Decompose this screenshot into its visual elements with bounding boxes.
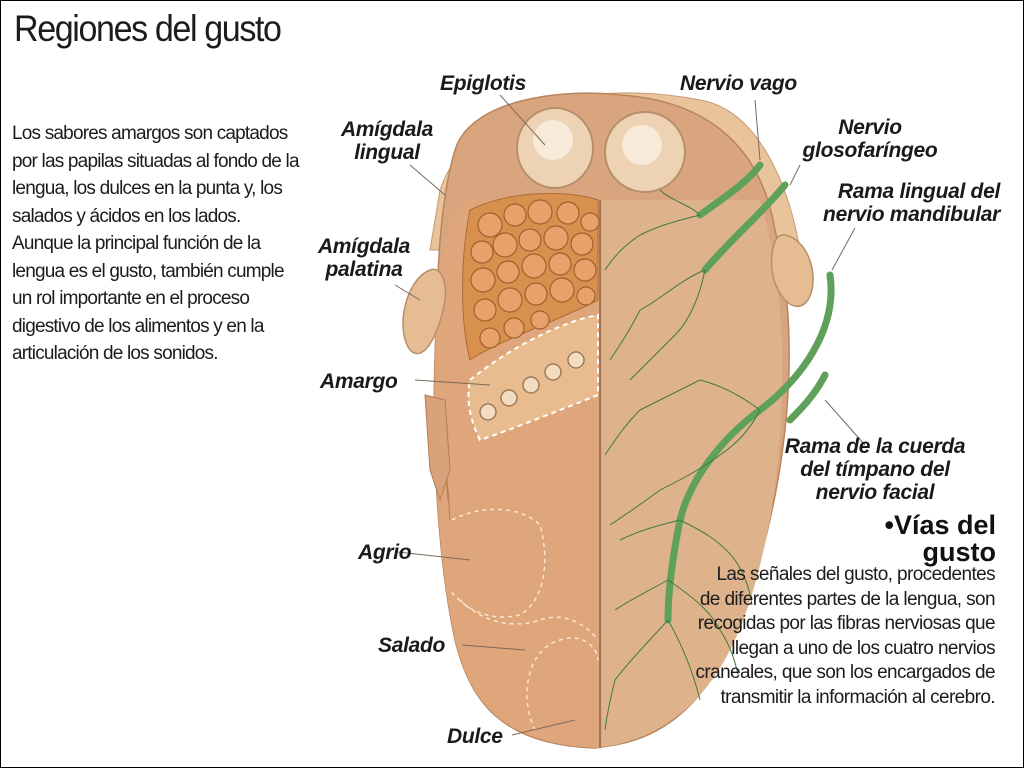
circumvallate-papillae — [479, 351, 585, 421]
label-dulce: Dulce — [447, 725, 503, 748]
label-salado: Salado — [378, 634, 446, 657]
label-glosofaringeo-line1: Nervio — [838, 116, 902, 139]
label-amargo: Amargo — [320, 370, 398, 393]
lingual-tonsil-bumps — [470, 199, 600, 349]
label-cuerda-timpano-line1: Rama de la cuerda — [784, 435, 966, 458]
amigdala-palatina-left — [402, 268, 447, 355]
leader-lines — [394, 94, 866, 736]
nerve-trunks — [664, 161, 835, 624]
foliate-flap — [424, 394, 451, 502]
vias-paragraph: Las señales del gusto, procedentes de di… — [695, 564, 995, 708]
cuerda-timpano-trunk — [786, 371, 829, 424]
nervio-vago-trunk — [696, 161, 764, 219]
label-amigdala-palatina-line1: Amígdala — [317, 235, 411, 258]
vias-title: •Vías del gusto — [884, 512, 996, 566]
vias-title-line2: gusto — [922, 537, 997, 567]
glosofaringeo-trunk — [701, 181, 789, 274]
salado-region — [459, 599, 599, 641]
label-rama-mandibular-line2: nervio mandibular — [823, 203, 1000, 226]
amigdala-palatina-right — [770, 234, 814, 308]
label-cuerda-timpano: Rama de la cuerda del tímpano del nervio… — [760, 435, 990, 504]
label-amigdala-lingual-line2: lingual — [354, 141, 420, 164]
mandibular-trunk — [664, 271, 835, 624]
label-amigdala-lingual-line1: Amígdala — [340, 118, 434, 141]
label-glosofaringeo-line2: glosofaríngeo — [802, 139, 938, 162]
label-agrio: Agrio — [358, 541, 412, 564]
vias-bullet: • — [884, 510, 894, 540]
label-cuerda-timpano-line2: del tímpano del — [800, 458, 950, 481]
label-amigdala-lingual: Amígdala lingual — [328, 118, 446, 164]
label-rama-mandibular-line1: Rama lingual del — [837, 180, 1000, 203]
nerve-branches — [604, 189, 761, 731]
vias-title-line1: Vías del — [893, 510, 996, 540]
label-glosofaringeo: Nervio glosofaríngeo — [780, 116, 960, 162]
label-rama-mandibular: Rama lingual del nervio mandibular — [790, 180, 1000, 226]
intro-paragraph: Los sabores amargos son captados por las… — [12, 123, 300, 364]
dulce-region — [526, 637, 599, 731]
label-amigdala-palatina: Amígdala palatina — [305, 235, 423, 281]
label-amigdala-palatina-line2: palatina — [325, 258, 403, 281]
label-cuerda-timpano-line3: nervio facial — [815, 481, 935, 504]
label-nervio-vago: Nervio vago — [680, 72, 797, 95]
label-epiglotis: Epiglotis — [440, 72, 526, 95]
page-title: Regiones del gusto — [14, 8, 282, 49]
